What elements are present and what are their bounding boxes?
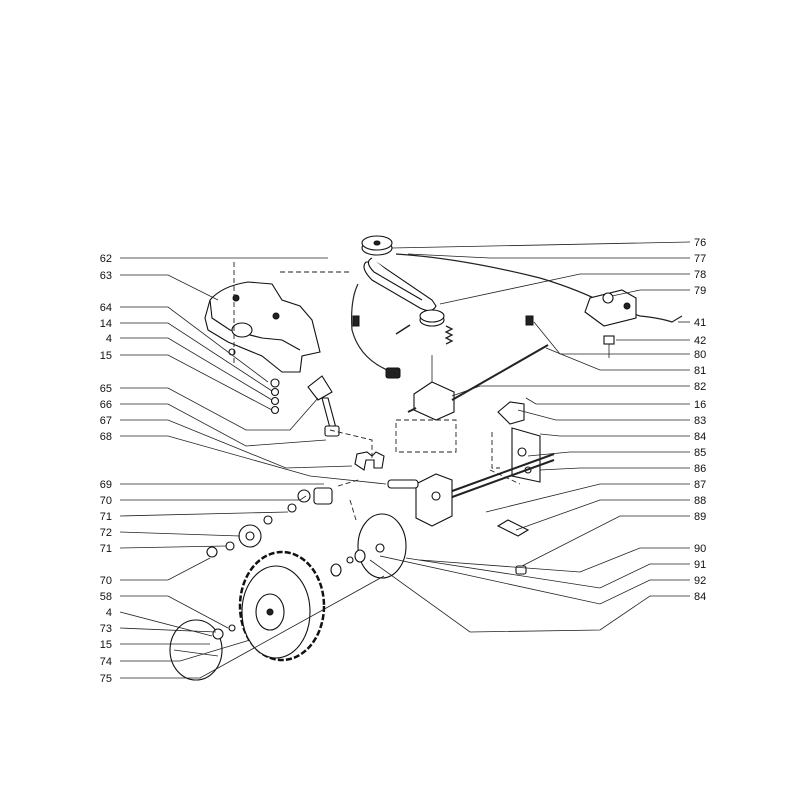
callout-number: 63 bbox=[100, 270, 112, 282]
drive-disc bbox=[330, 513, 407, 579]
callout-number: 4 bbox=[106, 607, 112, 619]
callout-number: 4 bbox=[106, 333, 112, 345]
bolt-42 bbox=[603, 335, 615, 358]
callout-number: 15 bbox=[100, 639, 112, 651]
callout-number: 71 bbox=[100, 511, 112, 523]
callout-number: 16 bbox=[694, 399, 706, 411]
callout-number: 84 bbox=[694, 591, 706, 603]
callout-number: 14 bbox=[100, 318, 112, 330]
callout-number: 90 bbox=[694, 543, 706, 555]
callout-number: 75 bbox=[100, 673, 112, 685]
callout-number: 78 bbox=[694, 269, 706, 281]
side-plate bbox=[415, 473, 453, 527]
callout-number: 86 bbox=[694, 463, 706, 475]
callout-number: 74 bbox=[100, 656, 112, 668]
callout-number: 15 bbox=[100, 350, 112, 362]
callout-number: 64 bbox=[100, 302, 112, 314]
callout-number: 79 bbox=[694, 285, 706, 297]
callout-number: 85 bbox=[694, 447, 706, 459]
callout-number: 89 bbox=[694, 511, 706, 523]
right-callouts: 76 77 78 79 41 42 80 81 82 16 83 84 85 8… bbox=[694, 237, 706, 603]
wheel bbox=[238, 550, 326, 662]
callout-number: 77 bbox=[694, 253, 706, 265]
callout-number: 70 bbox=[100, 575, 112, 587]
callout-number: 66 bbox=[100, 399, 112, 411]
gear-72 bbox=[238, 524, 262, 548]
callout-number: 62 bbox=[100, 253, 112, 265]
callout-number: 88 bbox=[694, 495, 706, 507]
callout-number: 58 bbox=[100, 591, 112, 603]
callout-number: 65 bbox=[100, 383, 112, 395]
cable-lever-box bbox=[584, 289, 637, 327]
left-callouts: 62 63 64 14 4 15 65 66 67 68 69 70 71 72… bbox=[100, 253, 112, 685]
top-pulley bbox=[361, 235, 393, 256]
callout-number: 67 bbox=[100, 415, 112, 427]
callout-number: 41 bbox=[694, 317, 706, 329]
callout-number: 92 bbox=[694, 575, 706, 587]
parts-drawing bbox=[169, 235, 683, 681]
callout-number: 87 bbox=[694, 479, 706, 491]
callout-number: 83 bbox=[694, 415, 706, 427]
control-lever bbox=[307, 375, 340, 437]
leader-lines bbox=[119, 241, 691, 679]
callout-number: 76 bbox=[694, 237, 706, 249]
callout-number: 84 bbox=[694, 431, 706, 443]
gearbox bbox=[407, 344, 549, 421]
hubcap bbox=[169, 619, 223, 681]
callout-number: 70 bbox=[100, 495, 112, 507]
callout-number: 68 bbox=[100, 431, 112, 443]
callout-number: 80 bbox=[694, 349, 706, 361]
callout-number: 71 bbox=[100, 543, 112, 555]
callout-number: 42 bbox=[694, 335, 706, 347]
callout-number: 72 bbox=[100, 527, 112, 539]
callout-number: 69 bbox=[100, 479, 112, 491]
callout-number: 73 bbox=[100, 623, 112, 635]
callout-number: 81 bbox=[694, 365, 706, 377]
callout-number: 91 bbox=[694, 559, 706, 571]
callout-number: 82 bbox=[694, 381, 706, 393]
